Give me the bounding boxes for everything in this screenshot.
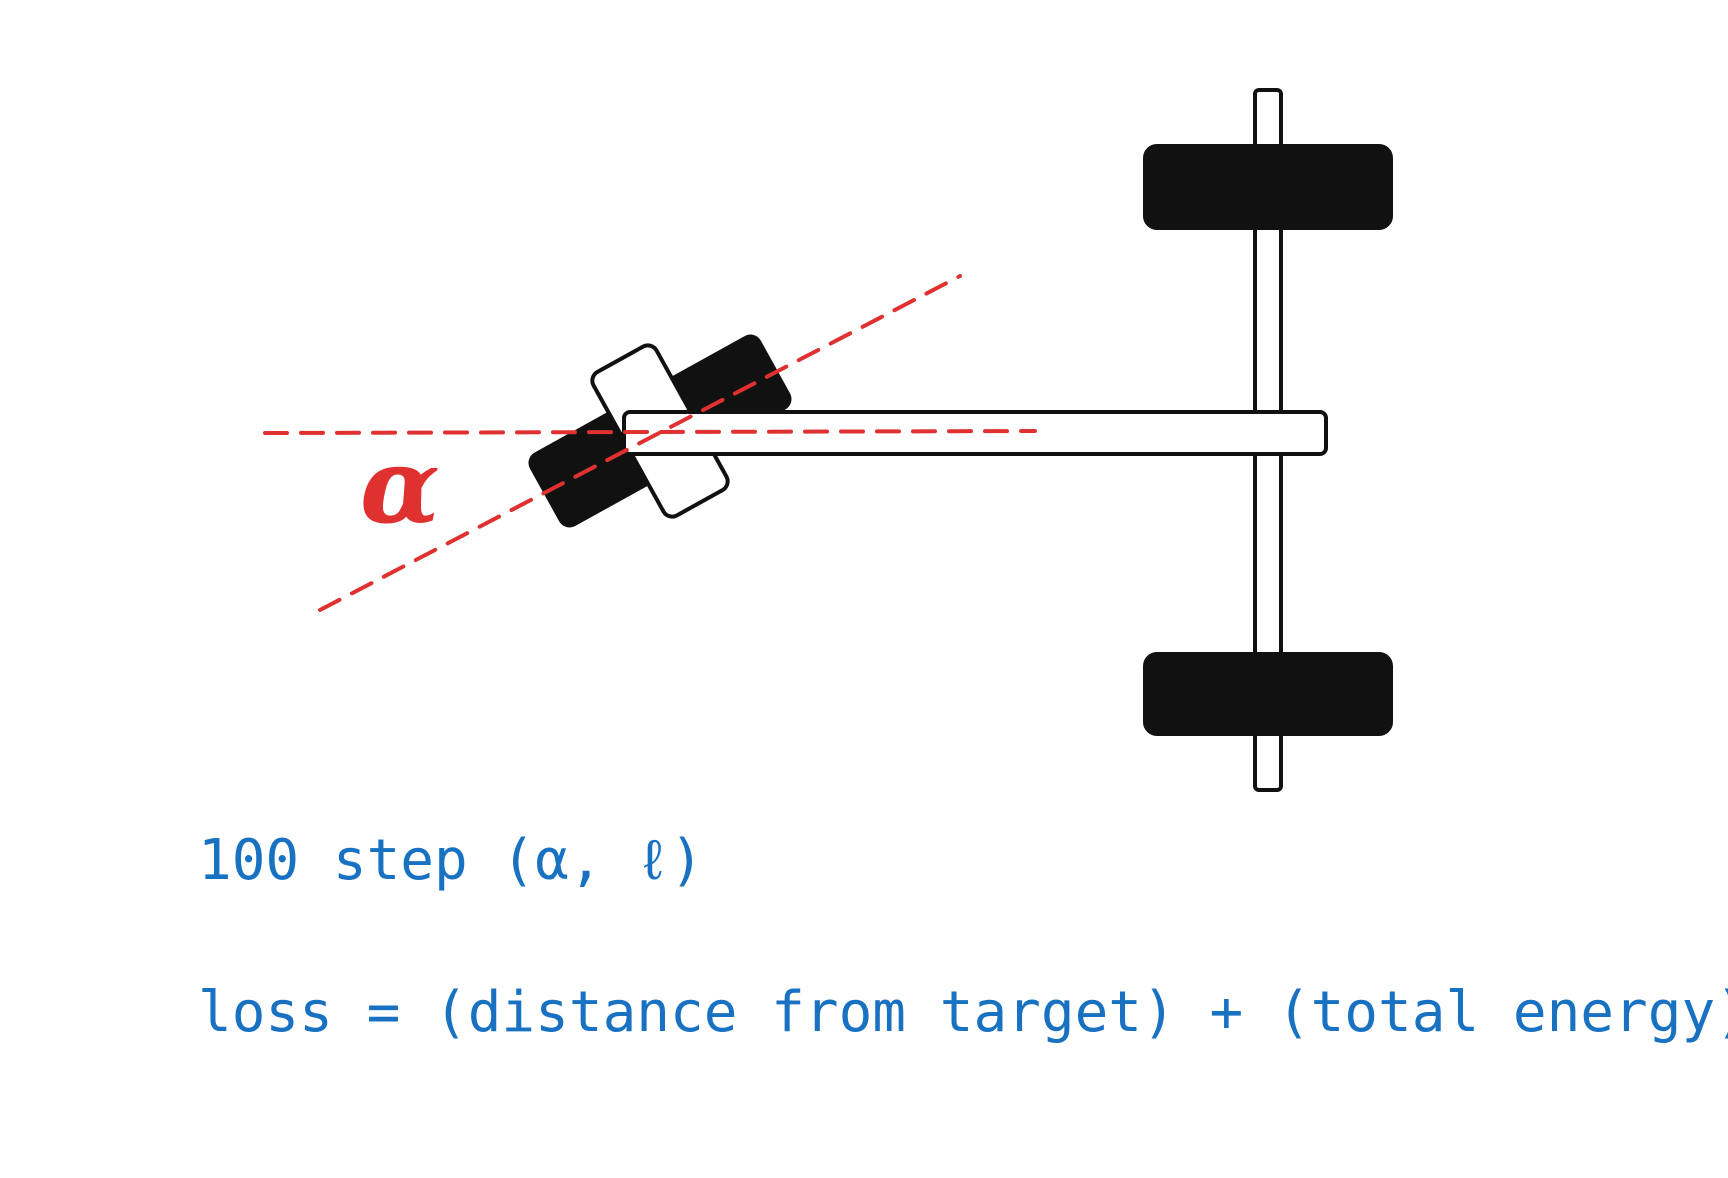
rear-wheel-bottom [1143, 652, 1393, 736]
steps-note: 100 step (α, ℓ) [198, 828, 704, 893]
angle-alpha-label: α [360, 424, 440, 547]
rear-wheel-top [1143, 144, 1393, 230]
loss-note: loss = (distance from target) + (total e… [198, 980, 1728, 1045]
steering-dashed-line [318, 274, 962, 612]
chassis-beam [622, 410, 1328, 456]
reference-dashed-line [263, 429, 1037, 435]
